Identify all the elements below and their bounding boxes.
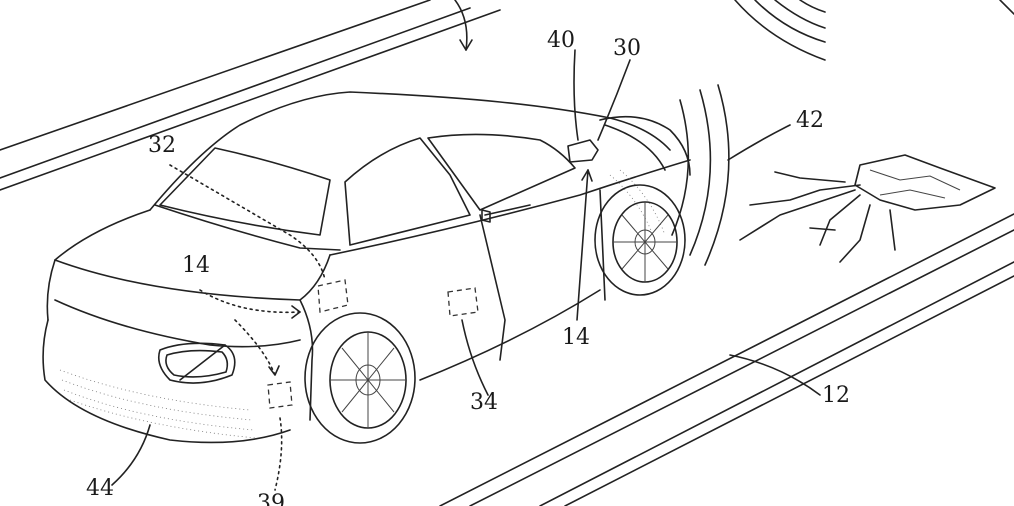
numeral-42: 42 <box>796 108 824 133</box>
road-debris <box>739 154 996 263</box>
numeral-39: 39 <box>257 491 285 506</box>
numeral-30: 30 <box>613 36 641 61</box>
numeral-32: 32 <box>148 133 176 158</box>
numeral-44: 44 <box>86 476 114 501</box>
sensor-leaders <box>111 49 821 491</box>
numeral-12: 12 <box>822 383 850 408</box>
signal-waves <box>671 0 1014 266</box>
car-body <box>42 91 691 444</box>
numeral-14-rear: 14 <box>182 253 210 278</box>
numeral-40: 40 <box>547 28 575 53</box>
numeral-34: 34 <box>470 390 498 415</box>
wheels <box>304 184 686 444</box>
numeral-14-front: 14 <box>562 325 590 350</box>
